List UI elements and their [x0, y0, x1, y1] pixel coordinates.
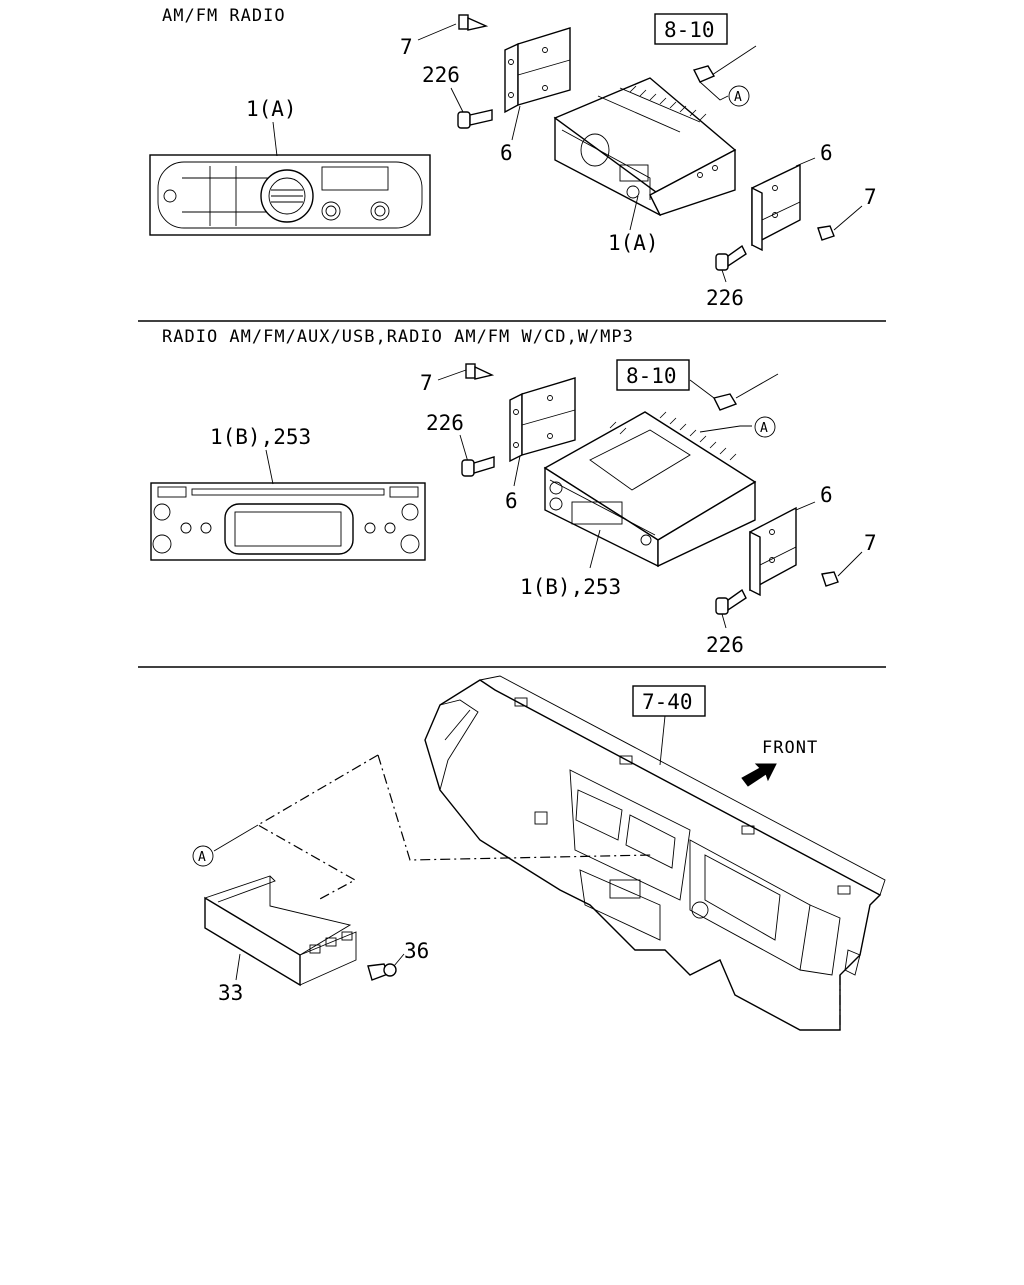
section-title: AM/FM RADIO — [162, 6, 286, 26]
leader-a-path — [377, 754, 653, 861]
connector-a-label: A — [760, 421, 768, 436]
callout-bolt-226-bottom: 226 — [706, 286, 744, 310]
radio-1a-unit[interactable] — [553, 77, 737, 231]
screw-7-top[interactable] — [437, 363, 495, 381]
callout-radio-unit: 1(B),253 — [520, 575, 621, 599]
antenna-connector[interactable]: A — [692, 45, 757, 107]
callout-bolt-226: 226 — [426, 411, 464, 435]
front-arrow-icon — [741, 763, 777, 787]
bracket-6-left[interactable] — [504, 27, 571, 141]
ref-box-8-10[interactable]: 8-10 — [654, 13, 728, 45]
bolt-226-bottom[interactable] — [715, 244, 747, 283]
leader-a-path — [256, 754, 379, 901]
callout-screw-7-right: 7 — [864, 185, 877, 209]
connector-a-marker: A — [192, 845, 214, 867]
antenna-connector[interactable]: A — [689, 373, 779, 438]
section-am-fm-radio: AM/FM RADIO 1(A) — [149, 6, 877, 310]
bracket-6-right[interactable] — [751, 157, 816, 252]
callout-screw-7-right: 7 — [864, 531, 877, 555]
radio-1b-unit[interactable] — [543, 411, 757, 569]
bolt-226-bottom[interactable] — [715, 588, 747, 629]
screw-36[interactable] — [367, 953, 405, 981]
ref-box-label: 8-10 — [626, 364, 677, 388]
bolt-226-top[interactable] — [450, 87, 493, 129]
callout-bracket-6: 6 — [500, 141, 513, 165]
callout-bolt-226-bottom: 226 — [706, 633, 744, 657]
callout-bracket-6: 6 — [505, 489, 518, 513]
callout-pocket-33: 33 — [218, 981, 243, 1005]
screw-7-right[interactable] — [821, 551, 863, 587]
screw-7-right[interactable] — [817, 205, 863, 241]
ref-box-label: 8-10 — [664, 18, 715, 42]
callout-radio-front: 1(A) — [246, 97, 297, 121]
leader-a — [213, 824, 259, 852]
callout-radio-front: 1(B),253 — [210, 425, 311, 449]
section-aux-usb-radio: RADIO AM/FM/AUX/USB,RADIO AM/FM W/CD,W/M… — [150, 327, 877, 657]
front-label: FRONT — [762, 738, 818, 758]
section-title: RADIO AM/FM/AUX/USB,RADIO AM/FM W/CD,W/M… — [162, 327, 634, 347]
callout-bolt-226: 226 — [422, 63, 460, 87]
screw-7-top[interactable] — [417, 14, 489, 41]
callout-bracket-6-right: 6 — [820, 141, 833, 165]
bracket-6-left[interactable] — [509, 377, 576, 487]
radio-1b-front-view[interactable] — [150, 449, 426, 561]
callout-screw-36: 36 — [404, 939, 429, 963]
ref-box-label: 7-40 — [642, 690, 693, 714]
callout-radio-unit: 1(A) — [608, 231, 659, 255]
ref-box-7-40[interactable]: 7-40 — [632, 685, 706, 717]
bolt-226-top[interactable] — [459, 434, 495, 477]
pocket-33[interactable] — [204, 875, 357, 987]
bracket-6-right[interactable] — [749, 501, 816, 597]
callout-screw-7: 7 — [400, 35, 413, 59]
section-dashboard: 7-40 FRONT A 33 — [192, 675, 886, 1031]
front-direction: FRONT — [741, 738, 818, 787]
connector-a-label: A — [198, 850, 206, 865]
connector-a-label: A — [734, 90, 742, 105]
callout-bracket-6-right: 6 — [820, 483, 833, 507]
radio-1a-front-view[interactable] — [149, 121, 431, 236]
instrument-panel[interactable] — [424, 675, 886, 1031]
ref-box-8-10[interactable]: 8-10 — [616, 359, 690, 391]
callout-screw-7: 7 — [420, 371, 433, 395]
